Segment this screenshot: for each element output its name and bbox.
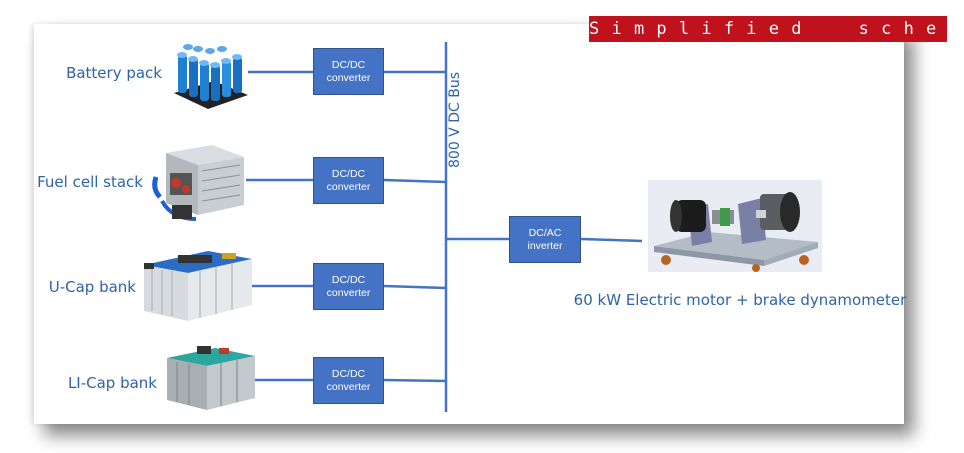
- source-label-fuel-cell-stack: Fuel cell stack: [37, 173, 143, 191]
- inverter-line2: inverter: [527, 239, 563, 252]
- inverter-line1: DC/AC: [528, 226, 562, 239]
- converter-3-line2: converter: [326, 286, 371, 299]
- load-label: 60 kW Electric motor + brake dynamometer: [573, 291, 907, 309]
- source-label-ucap-bank: U-Cap bank: [48, 278, 136, 296]
- motor-dynamometer-icon: [648, 180, 822, 272]
- source-label-licap-bank: LI-Cap bank: [67, 374, 157, 392]
- converter-1-line2: converter: [326, 71, 371, 84]
- battery-pack-icon: [174, 44, 248, 109]
- licap-bank-icon: [167, 346, 255, 410]
- dc-bus-label: 800 V DC Bus: [447, 72, 463, 168]
- source-label-battery-pack: Battery pack: [66, 64, 162, 82]
- converter-1-line1: DC/DC: [331, 58, 366, 71]
- converter-4-line2: converter: [326, 380, 371, 393]
- converter-4-line1: DC/DC: [331, 367, 366, 380]
- converter-3-line1: DC/DC: [331, 273, 366, 286]
- converter-2-line1: DC/DC: [331, 167, 366, 180]
- wire-converter3-to-bus: [383, 284, 447, 290]
- ucap-bank-icon: [144, 251, 252, 321]
- fuel-cell-stack-icon: [152, 145, 244, 221]
- wire-converter2-to-bus: [383, 178, 447, 184]
- converter-2-line2: converter: [326, 180, 371, 193]
- wire-inverter-to-motor: [580, 237, 643, 243]
- title-banner: S i m p l i f i e d s c h e m e: [589, 16, 959, 42]
- wire-converter4-to-bus: [383, 378, 447, 383]
